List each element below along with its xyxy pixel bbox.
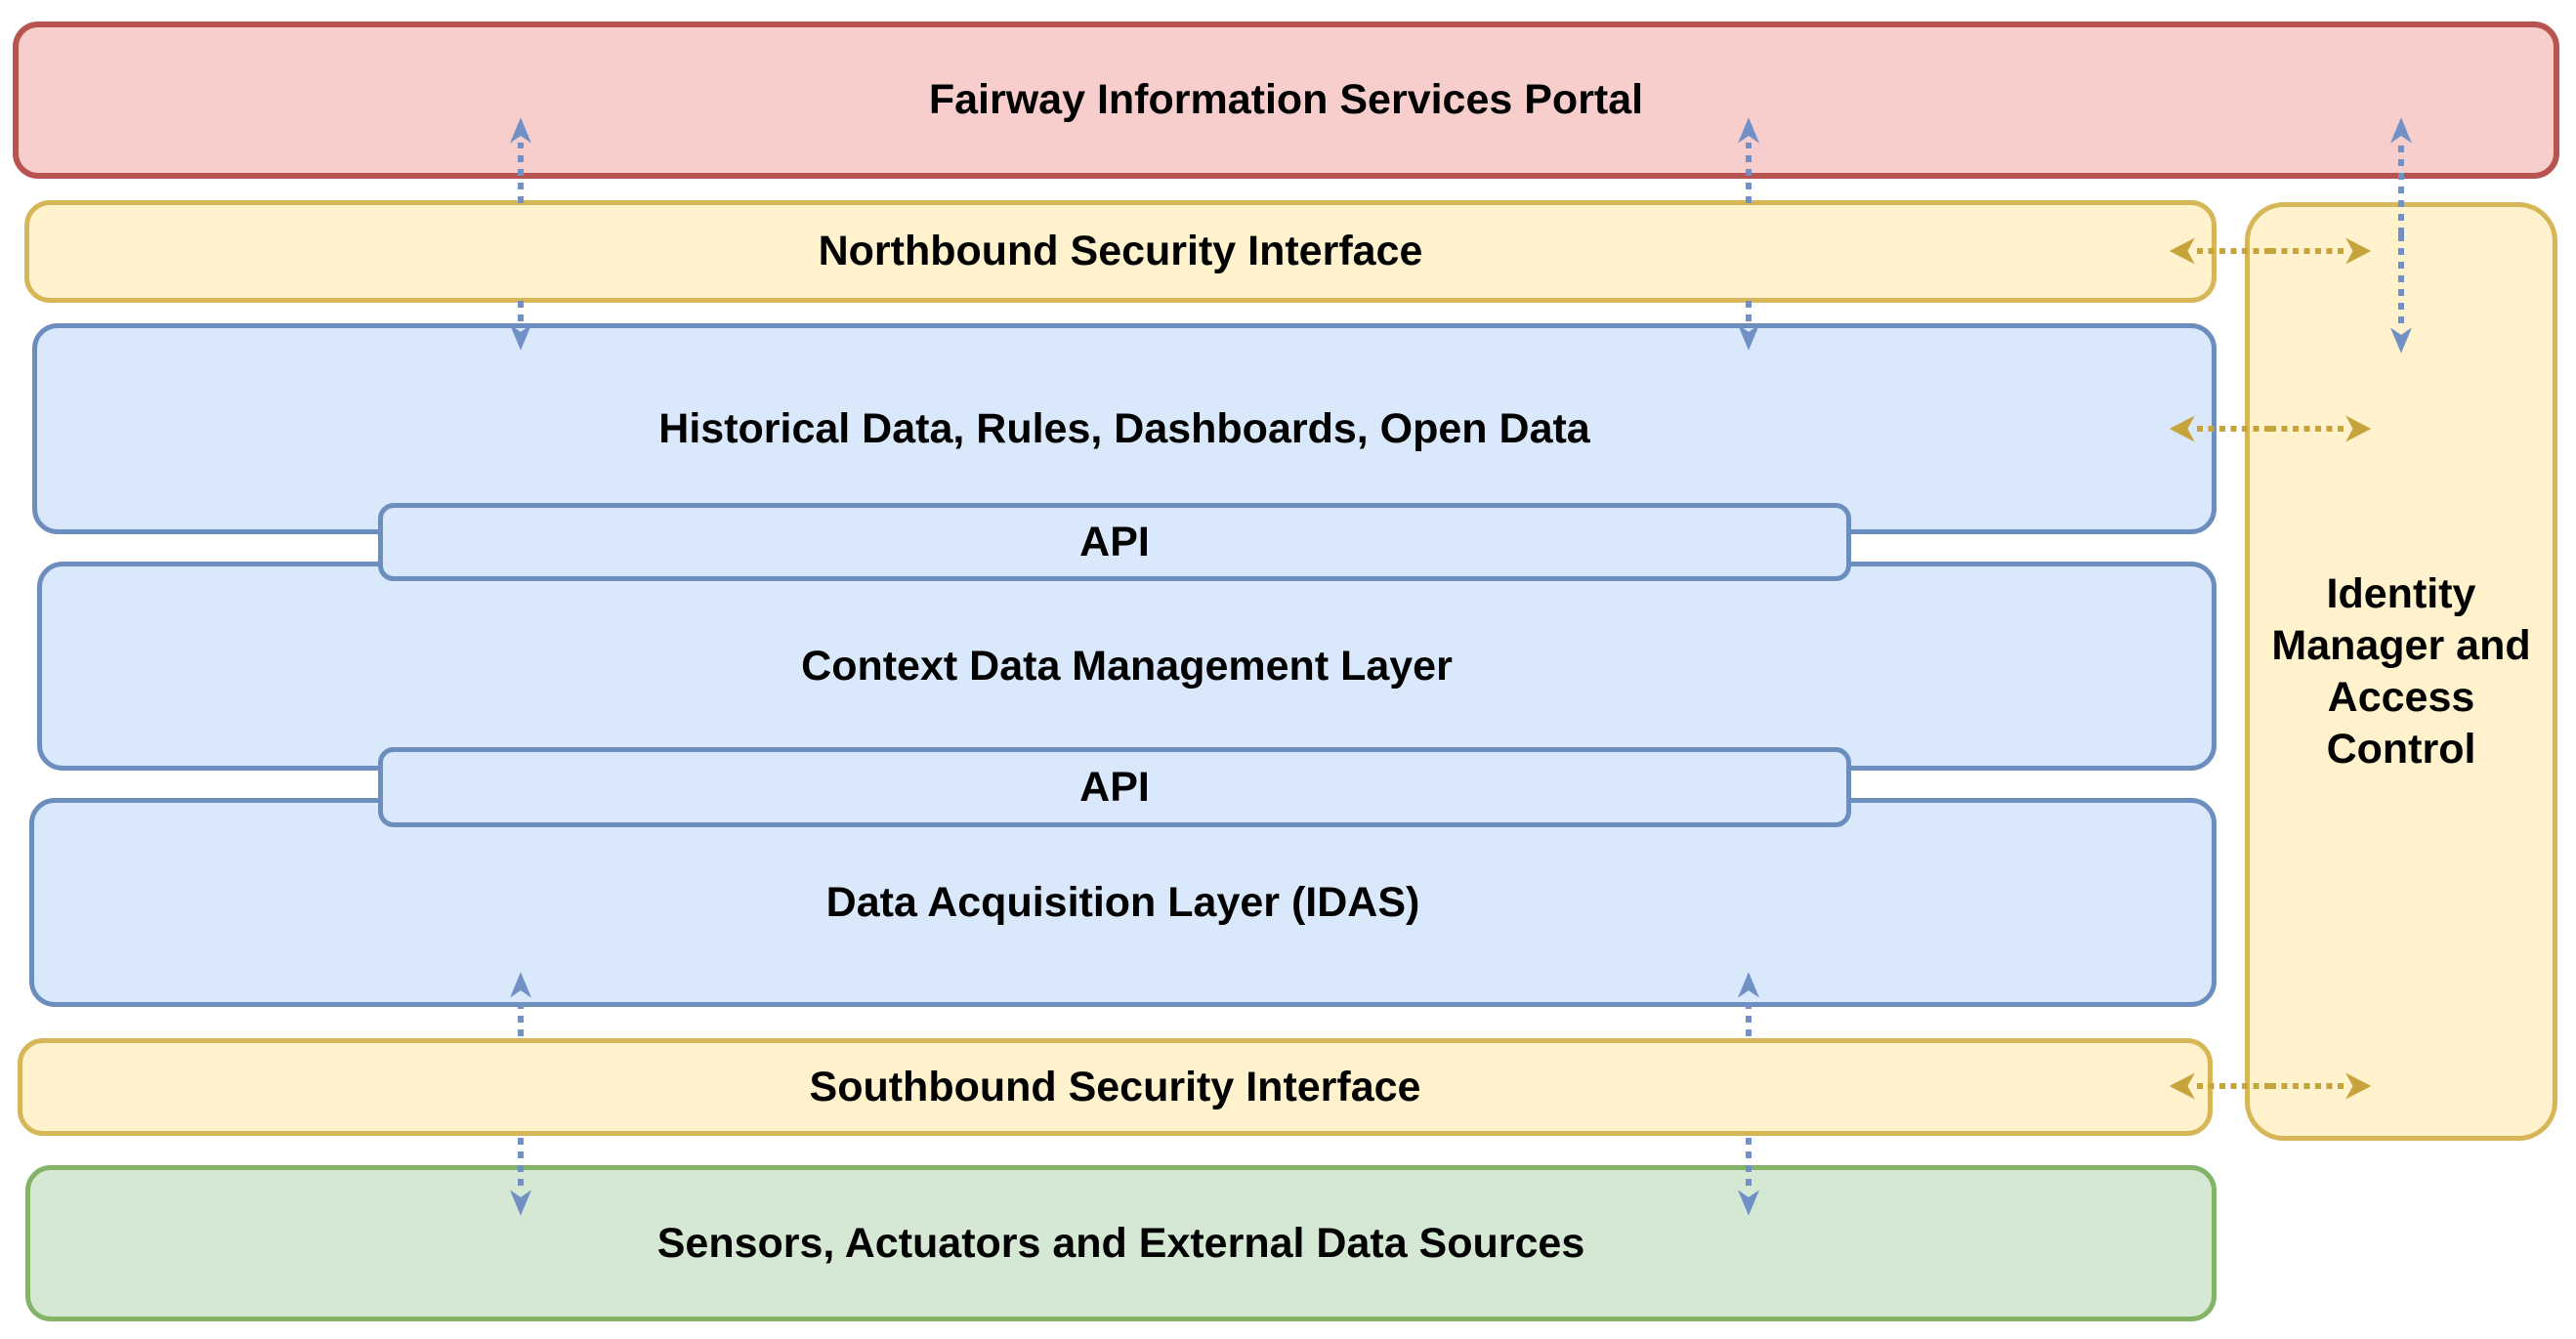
fairway-portal-label: Fairway Information Services Portal — [928, 76, 1644, 123]
data-acquisition-layer-box: Data Acquisition Layer (IDAS) — [29, 798, 2217, 1007]
historical-data-layer-box: Historical Data, Rules, Dashboards, Open… — [32, 323, 2217, 534]
identity-manager-box: Identity Manager and Access Control — [2245, 202, 2557, 1141]
sensors-actuators-label: Sensors, Actuators and External Data Sou… — [656, 1219, 1585, 1267]
historical-data-layer-label: Historical Data, Rules, Dashboards, Open… — [658, 404, 1590, 452]
context-data-management-layer-label: Context Data Management Layer — [801, 642, 1453, 690]
api-bar-upper: API — [378, 503, 1851, 581]
southbound-security-interface-box: Southbound Security Interface — [18, 1038, 2213, 1136]
api-bar-upper-label: API — [1079, 518, 1150, 565]
northbound-security-interface-box: Northbound Security Interface — [24, 200, 2217, 303]
northbound-security-interface-label: Northbound Security Interface — [818, 228, 1423, 274]
api-bar-lower: API — [378, 747, 1851, 827]
api-bar-lower-label: API — [1079, 763, 1150, 811]
data-acquisition-layer-label: Data Acquisition Layer (IDAS) — [825, 878, 1420, 926]
southbound-security-interface-label: Southbound Security Interface — [809, 1063, 1421, 1110]
identity-manager-label: Identity Manager and Access Control — [2271, 569, 2531, 773]
context-data-management-layer-box: Context Data Management Layer — [37, 562, 2217, 771]
fairway-portal-box: Fairway Information Services Portal — [13, 21, 2559, 179]
sensors-actuators-box: Sensors, Actuators and External Data Sou… — [25, 1165, 2217, 1321]
